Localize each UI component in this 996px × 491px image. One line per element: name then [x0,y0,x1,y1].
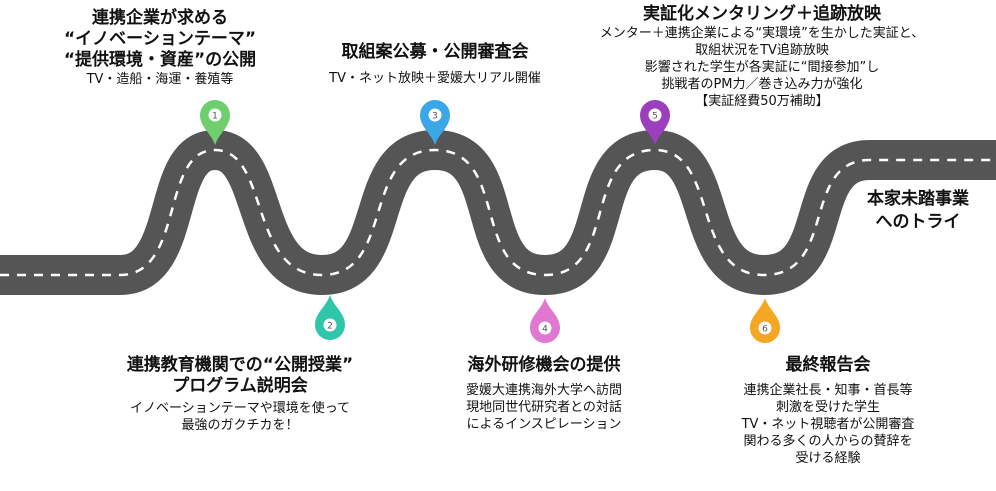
step-2-pin-center [323,318,337,332]
step-6-pin-icon: 6 [750,298,780,343]
goal-line-2: へのトライ [875,212,961,232]
step-5-pin-icon: 5 [640,100,670,145]
step-2-pin-icon: 2 [315,295,345,340]
step-5-title: 実証化メンタリング＋追跡放映 [643,4,881,24]
step-4-number: 4 [542,325,548,335]
goal-label: 本家未踏事業 へのトライ [858,188,978,234]
step-1-block: 連携企業が求める “イノベーションテーマ” “提供環境・資産”の公開 TV・造船… [40,8,280,88]
step-5-text-line-1: メンター＋連携企業による“実環境”を生かした実証と、 [599,26,925,41]
step-2-number: 2 [327,322,333,332]
step-1-number: 1 [212,112,218,122]
step-5-block: 実証化メンタリング＋追跡放映 メンター＋連携企業による“実環境”を生かした実証と… [592,4,932,110]
step-4-pin-icon: 4 [530,298,560,343]
step-4-pin-center [538,321,552,335]
step-6-number: 6 [762,325,768,335]
step-4-text-line-2: 現地同世代研究者との対話 [466,400,622,415]
step-5-text-line-4: 挑戦者のPM力／巻き込み力が強化 [661,77,863,92]
step-3-text: TV・ネット放映＋愛媛大リアル開催 [329,71,541,86]
step-1-text-line-1: TV・造船・海運・養殖等 [86,72,234,87]
step-6-text-line-2: 刺激を受けた学生 [775,400,880,415]
step-1-pin-center [208,108,222,122]
step-2-block: 連携教育機関での“公開授業” プログラム説明会 イノベーションテーマや環境を使っ… [95,355,385,434]
step-1-pin-icon: 1 [200,100,230,145]
step-5-number: 5 [652,112,658,122]
step-1-title-line-2: “イノベーションテーマ” [63,29,256,49]
step-4-text-line-3: によるインスピレーション [466,417,622,432]
step-3-number: 3 [432,112,438,122]
step-2-text-line-1: イノベーションテーマや環境を使って [129,401,351,416]
step-3-title: 取組案公募・公開審査会 [341,42,529,62]
step-2-title-line-2: プログラム説明会 [172,376,308,396]
step-2-title-line-1: 連携教育機関での“公開授業” [126,355,354,375]
step-4-text-line-1: 愛媛大連携海外大学へ訪問 [465,383,622,398]
step-5-pin-center [648,108,662,122]
step-5-text-line-5: 【実証経費50万補助】 [695,94,829,109]
step-4-block: 海外研修機会の提供 愛媛大連携海外大学へ訪問 現地同世代研究者との対話 によるイ… [436,355,652,433]
step-3-pin-icon: 3 [420,100,450,145]
step-1-title-line-3: “提供環境・資産”の公開 [63,50,257,70]
step-5-text-line-3: 影響された学生が各実証に“間接参加”し [644,60,880,75]
step-6-block: 最終報告会 連携企業社長・知事・首長等 刺激を受けた学生 TV・ネット視聴者が公… [720,355,936,467]
step-6-text-line-4: 関わる多くの人からの賛辞を [743,434,913,449]
step-6-title: 最終報告会 [785,355,871,375]
step-6-text-line-5: 受ける経験 [795,451,861,466]
step-6-text-line-3: TV・ネット視聴者が公開審査 [741,417,915,432]
step-6-text-line-1: 連携企業社長・知事・首長等 [743,383,913,398]
step-2-text-line-2: 最強のガクチカを！ [181,418,299,433]
step-5-text-line-2: 取組状況をTV追跡放映 [695,43,829,58]
goal-line-1: 本家未踏事業 [867,189,969,209]
step-3-pin-center [428,108,442,122]
road-center-line [0,148,996,277]
road-surface [0,130,996,295]
step-4-title: 海外研修機会の提供 [467,355,621,375]
step-6-pin-center [758,321,772,335]
step-1-title-line-1: 連携企業が求める [92,8,228,28]
step-3-block: 取組案公募・公開審査会 TV・ネット放映＋愛媛大リアル開催 [300,42,570,87]
